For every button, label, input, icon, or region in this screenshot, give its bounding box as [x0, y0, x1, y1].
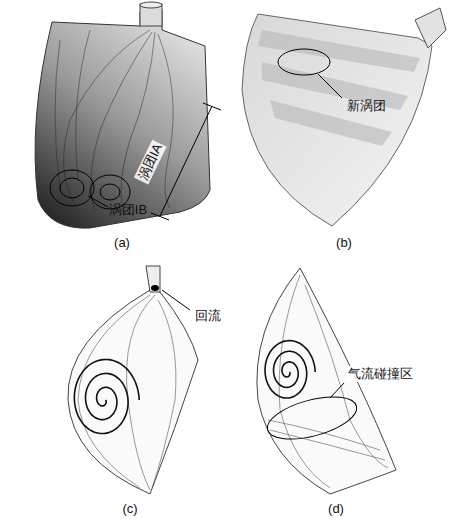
leader-line [318, 74, 342, 98]
inlet-pipe [146, 266, 160, 292]
vortex-label: 涡团IB [109, 202, 147, 218]
panel-c-chamber [68, 266, 198, 494]
panel-label: (a) [114, 235, 130, 251]
vortex-spiral-path [265, 341, 315, 398]
dimension-line [151, 103, 221, 220]
leader-line [88, 196, 108, 207]
highlight-ellipse [263, 389, 361, 448]
vortex-spiral [265, 341, 315, 398]
collision-zone-label: 气流碰撞区 [346, 366, 415, 382]
leader-line [330, 383, 344, 398]
inlet-pipe [415, 8, 446, 48]
panel-label: (d) [328, 501, 344, 517]
backflow-spot [151, 285, 159, 291]
vortex-label: 新涡团 [347, 98, 386, 114]
panel-b-chamber [242, 8, 446, 226]
panel-label: (c) [122, 501, 137, 517]
chamber-body [242, 14, 432, 226]
panel-a-chamber [35, 2, 221, 228]
chamber-body [68, 290, 198, 494]
panel-label: (b) [336, 235, 352, 251]
leader-line [162, 290, 190, 310]
vortex-spiral-path [74, 359, 139, 433]
flow-bands [258, 30, 420, 146]
vortex-spiral [74, 359, 139, 433]
streamlines-a [55, 30, 173, 215]
pipe-end [140, 2, 162, 8]
chamber-body [35, 10, 210, 228]
backflow-label: 回流 [195, 308, 221, 324]
highlight-ellipse [278, 49, 330, 75]
